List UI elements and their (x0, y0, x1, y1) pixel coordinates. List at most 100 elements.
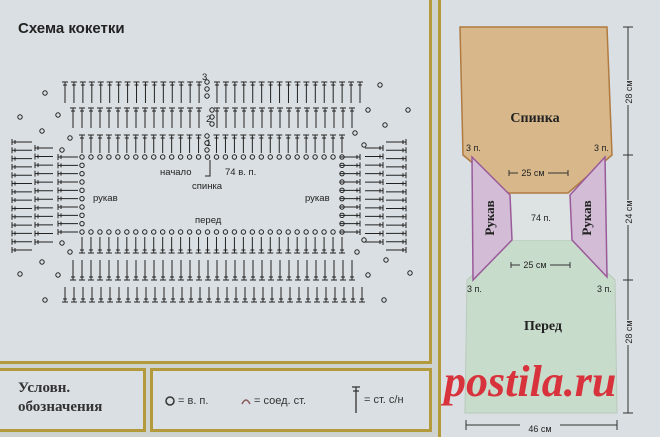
double-crochet-stitch (114, 134, 121, 153)
double-crochet-stitch (386, 197, 407, 204)
chain-stitch (294, 154, 300, 160)
double-crochet-stitch (57, 212, 78, 219)
double-crochet-stitch (11, 205, 32, 212)
row-number-1: 1 (206, 138, 211, 149)
double-crochet-stitch (340, 195, 361, 202)
double-crochet-stitch (11, 238, 32, 245)
double-crochet-stitch (386, 147, 407, 154)
double-crochet-stitch (87, 134, 94, 153)
chain-stitch (405, 107, 411, 113)
double-crochet-stitch (304, 107, 310, 128)
double-crochet-stitch (386, 155, 407, 162)
chain-stitch (168, 229, 175, 235)
double-crochet-stitch (241, 107, 247, 128)
double-crochet-stitch (331, 260, 337, 281)
chain-stitch (133, 154, 139, 160)
double-crochet-stitch (267, 134, 274, 153)
double-crochet-stitch (169, 260, 175, 281)
double-crochet-stitch (224, 287, 230, 303)
double-crochet-stitch (330, 81, 337, 103)
double-crochet-stitch (305, 287, 311, 303)
double-crochet-stitch (197, 287, 203, 303)
double-crochet-stitch (151, 107, 157, 128)
double-crochet-stitch (303, 134, 310, 153)
double-crochet-stitch (386, 163, 407, 170)
legend-label: = в. п. (178, 395, 209, 407)
chain-stitch (407, 270, 413, 276)
double-crochet-stitch (231, 134, 238, 153)
chain-stitch (106, 229, 112, 235)
double-crochet-stitch (340, 179, 361, 185)
chain-stitch (59, 147, 65, 153)
double-crochet-stitch (107, 287, 113, 303)
double-crochet-stitch (258, 81, 265, 103)
double-crochet-stitch (321, 81, 328, 103)
double-crochet-stitch (213, 134, 220, 153)
chain-stitch (258, 154, 265, 160)
chain-stitch (59, 240, 65, 246)
double-crochet-stitch (34, 187, 53, 194)
double-crochet-stitch (133, 81, 140, 103)
chain-stitch (88, 154, 94, 160)
chain-stitch (352, 130, 358, 136)
chain-stitch (79, 212, 85, 219)
chain-stitch (79, 179, 85, 185)
double-crochet-stitch (250, 107, 256, 128)
double-crochet-stitch (96, 237, 103, 254)
chain-stitch (204, 147, 210, 153)
chain-stitch (67, 135, 73, 141)
double-crochet-stitch (322, 107, 328, 128)
double-crochet-stitch (296, 287, 302, 303)
double-crochet-stitch (106, 81, 113, 103)
double-crochet-icon (352, 386, 360, 413)
double-crochet-stitch (34, 153, 53, 160)
chain-stitch (186, 229, 193, 235)
double-crochet-stitch (34, 145, 53, 151)
double-crochet-stitch (124, 260, 130, 281)
double-crochet-stitch (70, 107, 76, 128)
double-crochet-stitch (268, 107, 274, 128)
double-crochet-stitch (132, 134, 139, 153)
double-crochet-stitch (277, 260, 283, 281)
double-crochet-stitch (114, 237, 121, 254)
double-crochet-stitch (214, 107, 220, 128)
double-crochet-stitch (150, 237, 157, 254)
double-crochet-stitch (160, 260, 166, 281)
chain-stitch (168, 154, 175, 160)
double-crochet-stitch (350, 287, 356, 303)
double-crochet-stitch (196, 260, 202, 281)
double-crochet-stitch (251, 287, 257, 303)
double-crochet-stitch (34, 239, 53, 245)
double-crochet-stitch (340, 170, 361, 177)
double-crochet-stitch (178, 81, 185, 103)
double-crochet-stitch (249, 237, 256, 254)
double-crochet-stitch (386, 188, 407, 195)
double-crochet-stitch (340, 162, 361, 169)
double-crochet-stitch (142, 260, 148, 281)
double-crochet-stitch (79, 81, 86, 103)
double-crochet-stitch (303, 81, 310, 103)
double-crochet-stitch (312, 237, 319, 254)
double-crochet-stitch (260, 287, 266, 303)
double-crochet-stitch (285, 134, 292, 153)
chain-stitch (159, 229, 166, 235)
front-label: перед (195, 215, 222, 226)
chart-title: Схема кокетки (18, 20, 125, 37)
double-crochet-stitch (365, 213, 384, 220)
double-crochet-stitch (11, 188, 32, 195)
double-crochet-stitch (250, 260, 256, 281)
double-crochet-stitch (278, 287, 284, 303)
double-crochet-stitch (11, 147, 32, 154)
double-crochet-stitch (62, 81, 68, 103)
double-crochet-stitch (205, 260, 211, 281)
chain-stitch (67, 249, 73, 255)
double-crochet-stitch (357, 81, 363, 103)
chain-stitch (115, 229, 121, 235)
double-crochet-stitch (169, 81, 176, 103)
double-crochet-stitch (116, 287, 122, 303)
double-crochet-stitch (150, 134, 157, 153)
double-crochet-stitch (365, 239, 384, 245)
double-crochet-stitch (106, 107, 112, 128)
chain-stitch (249, 229, 256, 235)
double-crochet-stitch (168, 134, 175, 153)
